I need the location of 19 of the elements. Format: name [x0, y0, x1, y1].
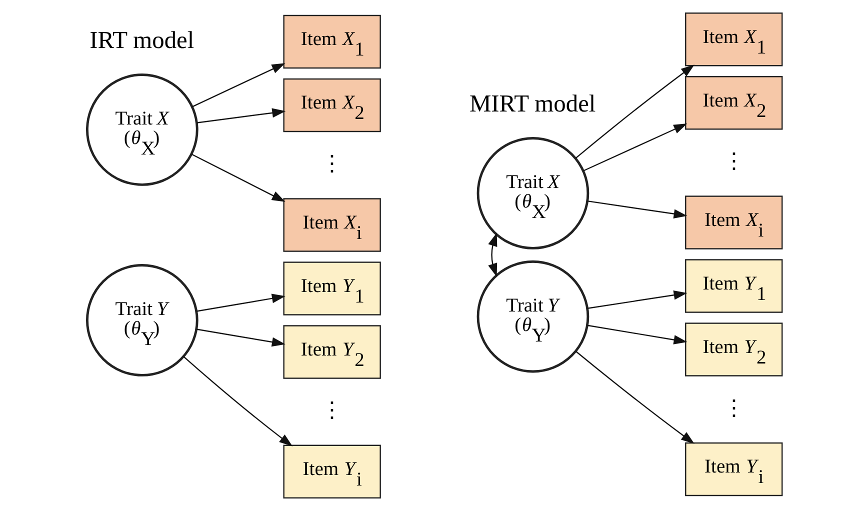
arrow	[575, 64, 694, 159]
arrow	[587, 200, 688, 219]
arrow	[192, 63, 286, 108]
label: ⋮	[722, 148, 745, 174]
arrow	[583, 124, 688, 172]
arrow	[191, 154, 286, 202]
arrow	[488, 232, 498, 277]
label: ⋮	[321, 397, 344, 422]
arrow	[196, 328, 286, 347]
label: MIRT model	[469, 90, 596, 118]
arrow	[197, 108, 286, 124]
label: ⋮	[722, 394, 745, 420]
arrow	[587, 290, 688, 309]
label: IRT model	[90, 26, 194, 54]
arrow	[183, 356, 293, 446]
arrow	[576, 350, 694, 444]
arrow	[587, 324, 688, 344]
arrow	[196, 294, 286, 312]
label: ⋮	[321, 150, 344, 176]
